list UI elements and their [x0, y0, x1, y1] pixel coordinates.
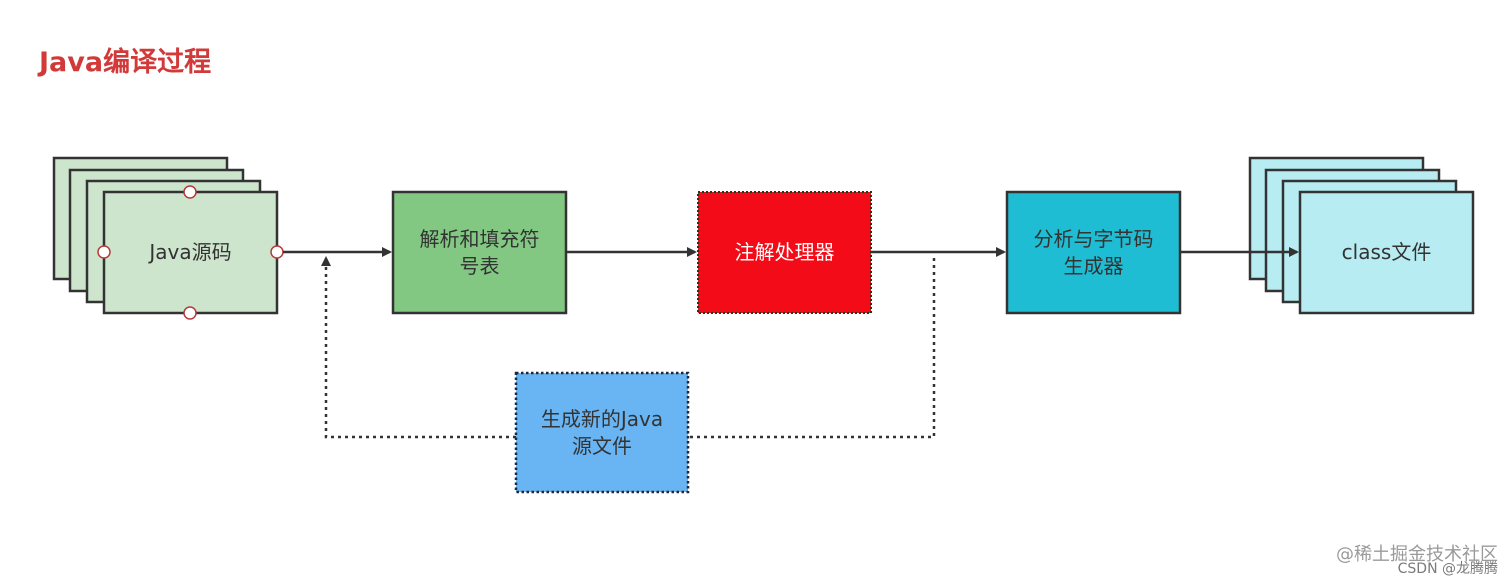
java-source-stack [52, 156, 284, 320]
watermark-juejin: @稀土掘金技术社区 [1336, 544, 1498, 565]
connection-handle-left[interactable] [97, 245, 111, 259]
diagram-title: Java编译过程 [39, 47, 212, 78]
connection-handle-bottom[interactable] [183, 306, 197, 320]
annotation-processor-node[interactable] [697, 191, 872, 314]
watermark-csdn: CSDN @龙腾腾 [1397, 561, 1498, 577]
parse-symbol-table-node[interactable] [391, 190, 568, 315]
class-files-node[interactable] [1298, 190, 1475, 315]
bytecode-generator-node[interactable] [1005, 190, 1182, 315]
connection-handle-right[interactable] [270, 245, 284, 259]
class-files-stack [1248, 156, 1475, 315]
connection-handle-top[interactable] [183, 185, 197, 199]
java-source-node[interactable] [102, 190, 279, 315]
edge-new-source-to-parse[interactable] [321, 256, 516, 439]
new-java-source-node[interactable] [514, 371, 690, 494]
edge-annotation-to-new-source[interactable] [688, 258, 936, 439]
